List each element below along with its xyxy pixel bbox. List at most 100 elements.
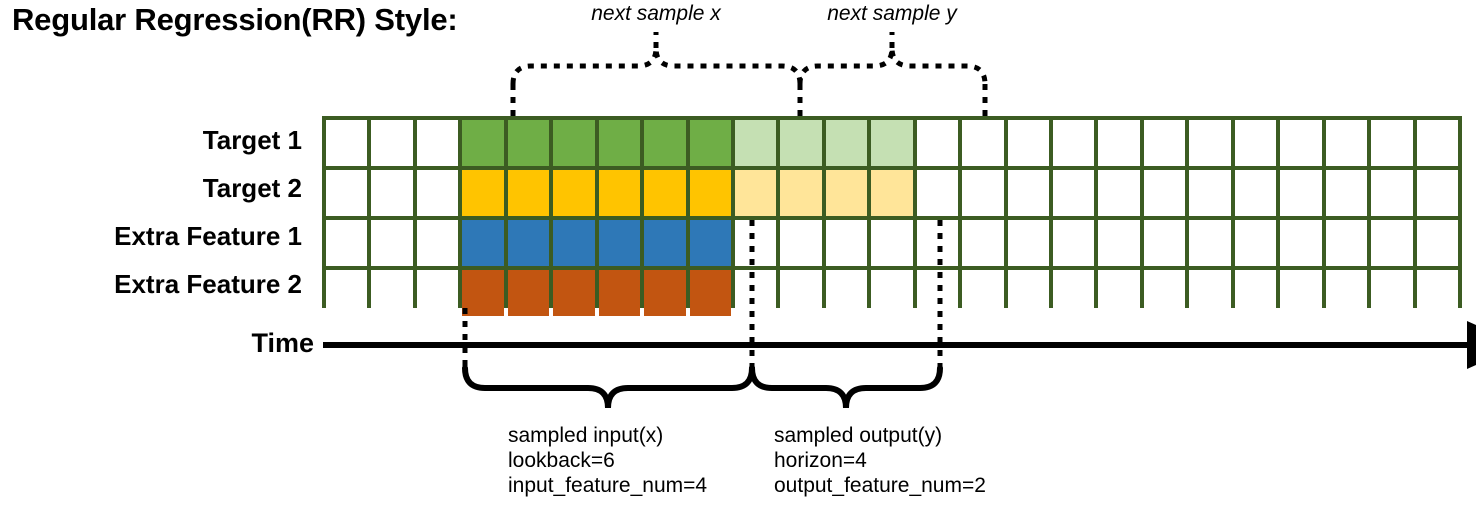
grid-cell [962, 270, 1004, 316]
grid-cell [1189, 220, 1231, 266]
grid-cell [1007, 170, 1049, 216]
grid-cell [825, 270, 868, 316]
grid-cell [825, 170, 868, 216]
grid-cell [644, 170, 686, 216]
time-axis-label: Time [251, 328, 314, 358]
grid-cell [1416, 270, 1458, 316]
grid-row-extra-feature-1 [326, 220, 1458, 266]
row-label-column: Target 1 Target 2 Extra Feature 1 Extra … [0, 116, 312, 308]
grid-cell [916, 170, 959, 216]
grid-cell [1416, 220, 1458, 266]
grid-cell [1143, 120, 1186, 166]
grid-cell [871, 170, 913, 216]
grid-cell [1416, 170, 1458, 216]
grid-cell [1098, 170, 1140, 216]
grid-cell [1371, 170, 1413, 216]
grid-cell [1325, 170, 1368, 216]
grid-cell [689, 170, 731, 216]
grid-cell [598, 170, 641, 216]
grid-cell [1098, 220, 1140, 266]
label-next-sample-y: next sample y [827, 2, 957, 25]
grid-cell [416, 170, 459, 216]
row-label-target-2: Target 2 [202, 172, 302, 203]
grid-cell [1007, 120, 1049, 166]
grid-cell [553, 220, 595, 266]
page-title: Regular Regression(RR) Style: [12, 2, 458, 37]
grid-row-extra-feature-2 [326, 270, 1458, 316]
grid-cell [871, 120, 913, 166]
sampled-output-line-2: horizon=4 [774, 449, 867, 472]
grid-cell [1280, 220, 1322, 266]
grid-cell [734, 170, 777, 216]
annotation-sampled-input: sampled input(x) lookback=6 input_featur… [508, 423, 707, 498]
grid-cell [1143, 220, 1186, 266]
grid-cell [1098, 270, 1140, 316]
grid-cell [371, 170, 413, 216]
grid-cell [689, 120, 731, 166]
grid-cell [644, 120, 686, 166]
grid-cell [1234, 220, 1277, 266]
grid-cell [1325, 220, 1368, 266]
grid-cell [1280, 120, 1322, 166]
grid-cell [1234, 270, 1277, 316]
grid-cell [1234, 170, 1277, 216]
grid-cell [1416, 120, 1458, 166]
brace-next-sample-y [797, 47, 988, 85]
grid-cell [1053, 120, 1095, 166]
brace-tip-connectors [653, 32, 895, 48]
brace-next-sample-x [510, 47, 803, 85]
grid-cell [371, 120, 413, 166]
grid-cell [916, 270, 959, 316]
grid-cell [1143, 270, 1186, 316]
grid-cell [871, 270, 913, 316]
row-label-extra-feature-2: Extra Feature 2 [114, 268, 302, 299]
grid-cell [734, 220, 777, 266]
grid-cell [825, 120, 868, 166]
grid-cell [780, 270, 822, 316]
grid-cell [780, 120, 822, 166]
sampled-output-line-3: output_feature_num=2 [774, 474, 986, 497]
annotation-sampled-output: sampled output(y) horizon=4 output_featu… [774, 423, 986, 498]
grid-cell [1189, 270, 1231, 316]
grid-cell [416, 270, 459, 316]
grid-cell [644, 220, 686, 266]
top-dotted-guides [510, 84, 988, 116]
grid-cell [326, 220, 368, 266]
grid-cell [462, 170, 504, 216]
timeseries-grid [322, 116, 1462, 316]
grid-row-target-2 [326, 170, 1458, 216]
sampled-input-line-3: input_feature_num=4 [508, 474, 708, 497]
sampled-output-line-1: sampled output(y) [774, 424, 943, 447]
grid-cell [871, 220, 913, 266]
grid-cell [326, 170, 368, 216]
grid-cell [689, 270, 731, 316]
grid-cell [326, 270, 368, 316]
grid-cell [462, 120, 504, 166]
grid-cell [1371, 220, 1413, 266]
grid-cell [553, 270, 595, 316]
grid-cell [1098, 120, 1140, 166]
grid-cell [598, 120, 641, 166]
grid-cell [1371, 270, 1413, 316]
grid-cell [1371, 120, 1413, 166]
brace-sampled-output [749, 365, 943, 409]
grid-cell [1280, 170, 1322, 216]
grid-cell [1234, 120, 1277, 166]
grid-cell [1325, 120, 1368, 166]
grid-row-target-1 [326, 120, 1458, 166]
grid-cell [1053, 170, 1095, 216]
grid-cell [462, 220, 504, 266]
grid-cell [1280, 270, 1322, 316]
row-label-target-1: Target 1 [202, 124, 302, 155]
grid-cell [553, 170, 595, 216]
grid-cell [1007, 220, 1049, 266]
sampled-input-line-1: sampled input(x) [508, 424, 664, 447]
label-next-sample-x: next sample x [591, 2, 721, 25]
grid-cell [734, 120, 777, 166]
grid-cell [780, 220, 822, 266]
grid-cell [598, 270, 641, 316]
grid-cell [326, 120, 368, 166]
grid-cell [1053, 270, 1095, 316]
brace-sampled-input [462, 365, 755, 409]
